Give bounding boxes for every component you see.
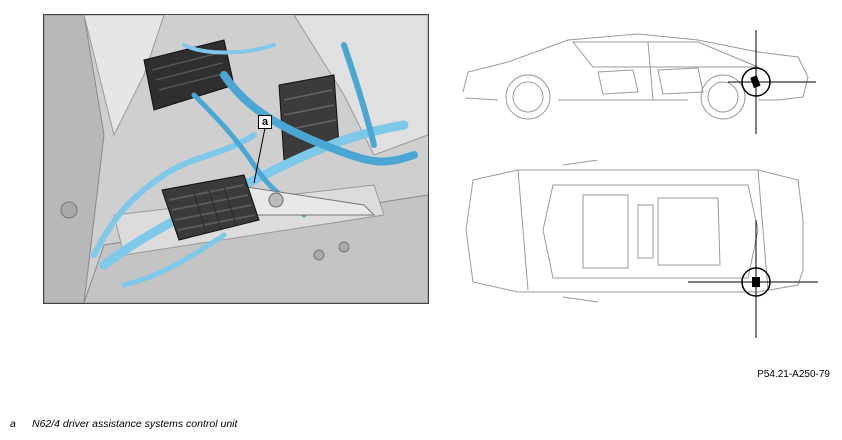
control-unit-n62-4 — [161, 174, 260, 241]
vehicle-side-view — [462, 30, 816, 134]
side-view-location-marker — [728, 30, 816, 134]
center-module — [278, 74, 340, 161]
top-view-location-marker — [688, 220, 818, 338]
figure-reference-code: P54.21-A250-79 — [757, 369, 830, 380]
trunk-area-drawing — [44, 15, 428, 303]
callout-leader-line — [253, 122, 267, 184]
legend: a N62/4 driver assistance systems control… — [10, 418, 237, 430]
legend-key: a — [10, 418, 16, 430]
legend-text: N62/4 driver assistance systems control … — [32, 418, 238, 430]
callout-a: a — [258, 115, 272, 129]
component-location-illustration: a — [43, 14, 429, 304]
vehicle-top-view — [465, 160, 818, 338]
